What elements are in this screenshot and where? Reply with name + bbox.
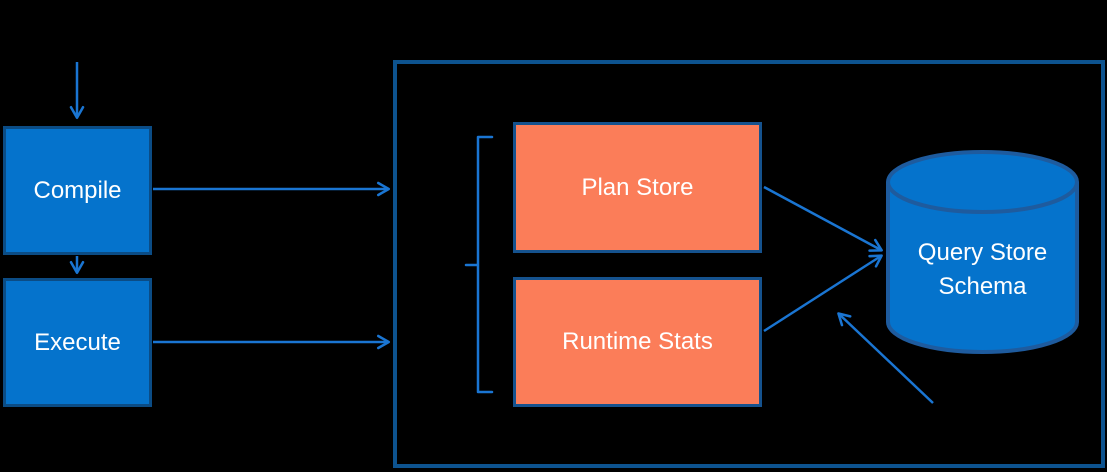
plan-store-node: Plan Store: [513, 122, 762, 253]
query-store-schema-cylinder: [886, 150, 1079, 354]
grouping-bracket: [464, 135, 494, 394]
compile-label: Compile: [33, 176, 122, 204]
compile-node: Compile: [3, 126, 152, 255]
plan-store-label: Plan Store: [581, 173, 694, 201]
execute-label: Execute: [34, 328, 121, 356]
query-store-schema-label: Query Store Schema: [888, 236, 1077, 304]
plan-store-to-schema-arrow: [763, 185, 883, 252]
execute-node: Execute: [3, 278, 152, 407]
query-store-container-box: [393, 60, 1105, 468]
runtime-stats-node: Runtime Stats: [513, 277, 762, 407]
runtime-stats-to-schema-arrow: [763, 254, 883, 333]
query-store-schema-label-line2: Schema: [938, 273, 1027, 300]
async-write-arrow: [837, 312, 934, 404]
query-store-schema-label-line1: Query Store: [917, 239, 1048, 266]
runtime-stats-label: Runtime Stats: [562, 328, 713, 355]
